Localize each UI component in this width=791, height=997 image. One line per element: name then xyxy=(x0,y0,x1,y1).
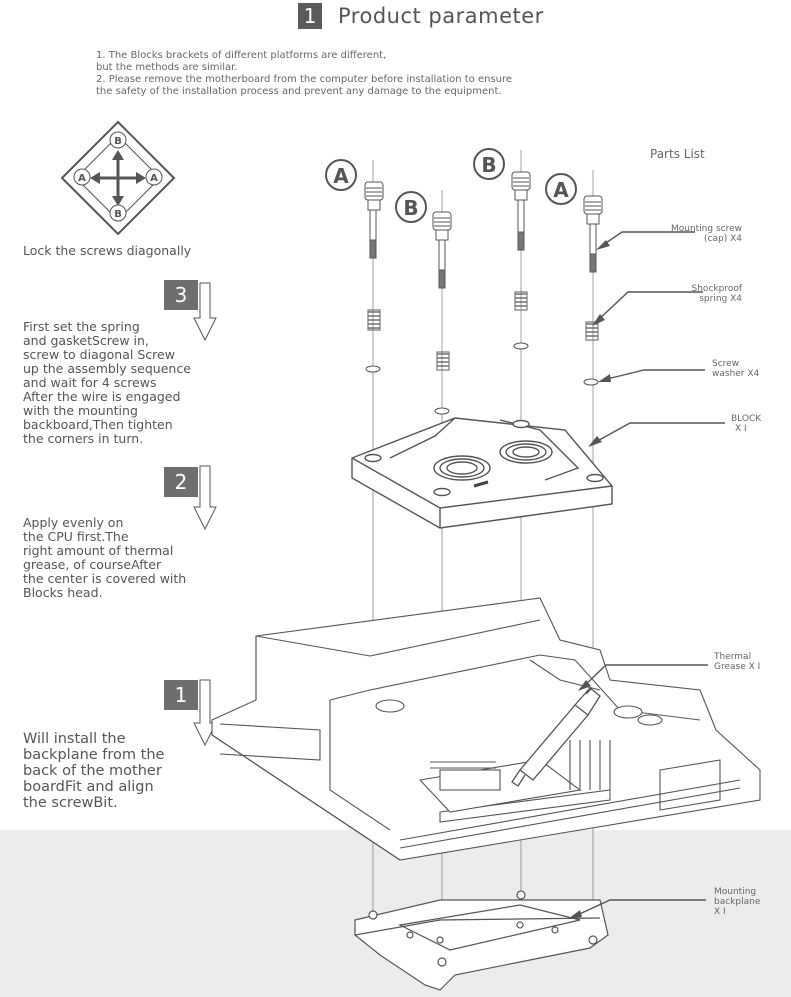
step-line: First set the spring xyxy=(23,319,140,334)
step-line: up the assembly sequence xyxy=(23,361,191,376)
screw-a2 xyxy=(583,195,603,273)
screw-letter: A xyxy=(553,178,569,202)
step-line: After the wire is engaged xyxy=(23,389,181,404)
screw-b2 xyxy=(511,171,531,251)
note-line: but the methods are similar. xyxy=(96,62,238,73)
screw-letter: B xyxy=(481,153,496,177)
lock-label-top: B xyxy=(114,136,122,147)
part-name: BLOCK xyxy=(731,414,762,424)
step-line: boardFit and align xyxy=(23,779,154,795)
leader-lines xyxy=(568,231,725,919)
thermal-grease-syringe xyxy=(511,687,601,787)
lock-label-left: A xyxy=(78,173,86,184)
screw-a1 xyxy=(364,181,384,259)
part-name: Screw xyxy=(712,359,740,369)
part-detail: backplane xyxy=(714,897,761,907)
part-detail: Grease X I xyxy=(714,662,761,672)
part-detail: spring X4 xyxy=(699,294,742,304)
step-line: screw to diagonal Screw xyxy=(23,347,175,362)
note-line: 1. The Blocks brackets of different plat… xyxy=(96,50,387,61)
part-name: Mounting xyxy=(714,887,757,897)
screw-label-b2: B xyxy=(473,148,505,180)
step-line: grease, of courseAfter xyxy=(23,557,162,572)
part-label-block: BLOCK X I xyxy=(731,414,781,434)
step2-text: Apply evenly on the CPU first.The right … xyxy=(23,516,223,600)
step-line: Will install the xyxy=(23,731,126,747)
page-title: 1 Product parameter xyxy=(298,2,544,30)
step-line: right amount of thermal xyxy=(23,543,174,558)
step-line: the CPU first.The xyxy=(23,529,129,544)
step-line: and gasketScrew in, xyxy=(23,333,149,348)
part-detail: X I xyxy=(735,424,747,434)
title-text: Product parameter xyxy=(338,4,544,28)
title-step-number: 1 xyxy=(298,3,322,29)
step-line: Apply evenly on xyxy=(23,515,124,530)
step-line: the screwBit. xyxy=(23,795,118,811)
part-extra: X I xyxy=(714,907,726,917)
screw-label-b1: B xyxy=(395,191,427,223)
step3-number: 3 xyxy=(164,280,198,310)
part-label-mounting-screw: Mounting screw (cap) X4 xyxy=(650,224,742,244)
step-line: backplane from the xyxy=(23,747,165,763)
lock-label-bottom: B xyxy=(114,209,122,220)
step2-number: 2 xyxy=(164,467,198,497)
step-line: the corners in turn. xyxy=(23,431,144,446)
step1-number: 1 xyxy=(164,680,198,710)
step-line: the center is covered with xyxy=(23,571,187,586)
part-detail: (cap) X4 xyxy=(704,234,742,244)
part-name: Shockproof xyxy=(691,284,742,294)
screw-label-a2: A xyxy=(545,173,577,205)
step2-arrow-icon xyxy=(193,465,217,531)
step-line: back of the mother xyxy=(23,763,162,779)
lock-diagram-label: Lock the screws diagonally xyxy=(23,243,192,258)
step1-arrow-icon xyxy=(193,679,217,747)
note-line: the safety of the installation process a… xyxy=(96,86,502,97)
step3-arrow-icon xyxy=(193,282,217,342)
screw-letter: B xyxy=(403,196,418,220)
lock-diagram: B B A A xyxy=(60,120,176,236)
spring-2 xyxy=(436,351,450,371)
step3-text: First set the spring and gasketScrew in,… xyxy=(23,320,223,446)
screw-label-a1: A xyxy=(325,159,357,191)
part-name: Thermal xyxy=(714,652,752,662)
washers xyxy=(365,342,599,415)
motherboard xyxy=(211,597,761,861)
part-label-thermal-grease: Thermal Grease X I xyxy=(714,652,784,672)
step-line: Blocks head. xyxy=(23,585,103,600)
water-block xyxy=(351,417,613,529)
spring-4 xyxy=(585,321,599,341)
part-label-washer: Screw washer X4 xyxy=(712,359,782,379)
mounting-backplane xyxy=(354,890,609,991)
step1-text: Will install the backplane from the back… xyxy=(23,731,223,811)
note-line: 2. Please remove the motherboard from th… xyxy=(96,74,513,85)
step-line: backboard,Then tighten xyxy=(23,417,173,432)
spring-3 xyxy=(514,291,528,311)
screw-letter: A xyxy=(333,164,349,188)
step-line: with the mounting xyxy=(23,403,138,418)
installation-notes: 1. The Blocks brackets of different plat… xyxy=(96,50,656,98)
part-label-spring: Shockproof spring X4 xyxy=(650,284,742,304)
screw-b1 xyxy=(432,211,452,289)
parts-list-title: Parts List xyxy=(650,147,705,161)
lock-label-right: A xyxy=(150,173,158,184)
part-detail: washer X4 xyxy=(712,369,760,379)
part-label-backplane: Mounting backplane X I xyxy=(714,887,784,917)
step-line: and wait for 4 screws xyxy=(23,375,157,390)
spring-1 xyxy=(367,309,381,331)
part-name: Mounting screw xyxy=(670,224,742,234)
